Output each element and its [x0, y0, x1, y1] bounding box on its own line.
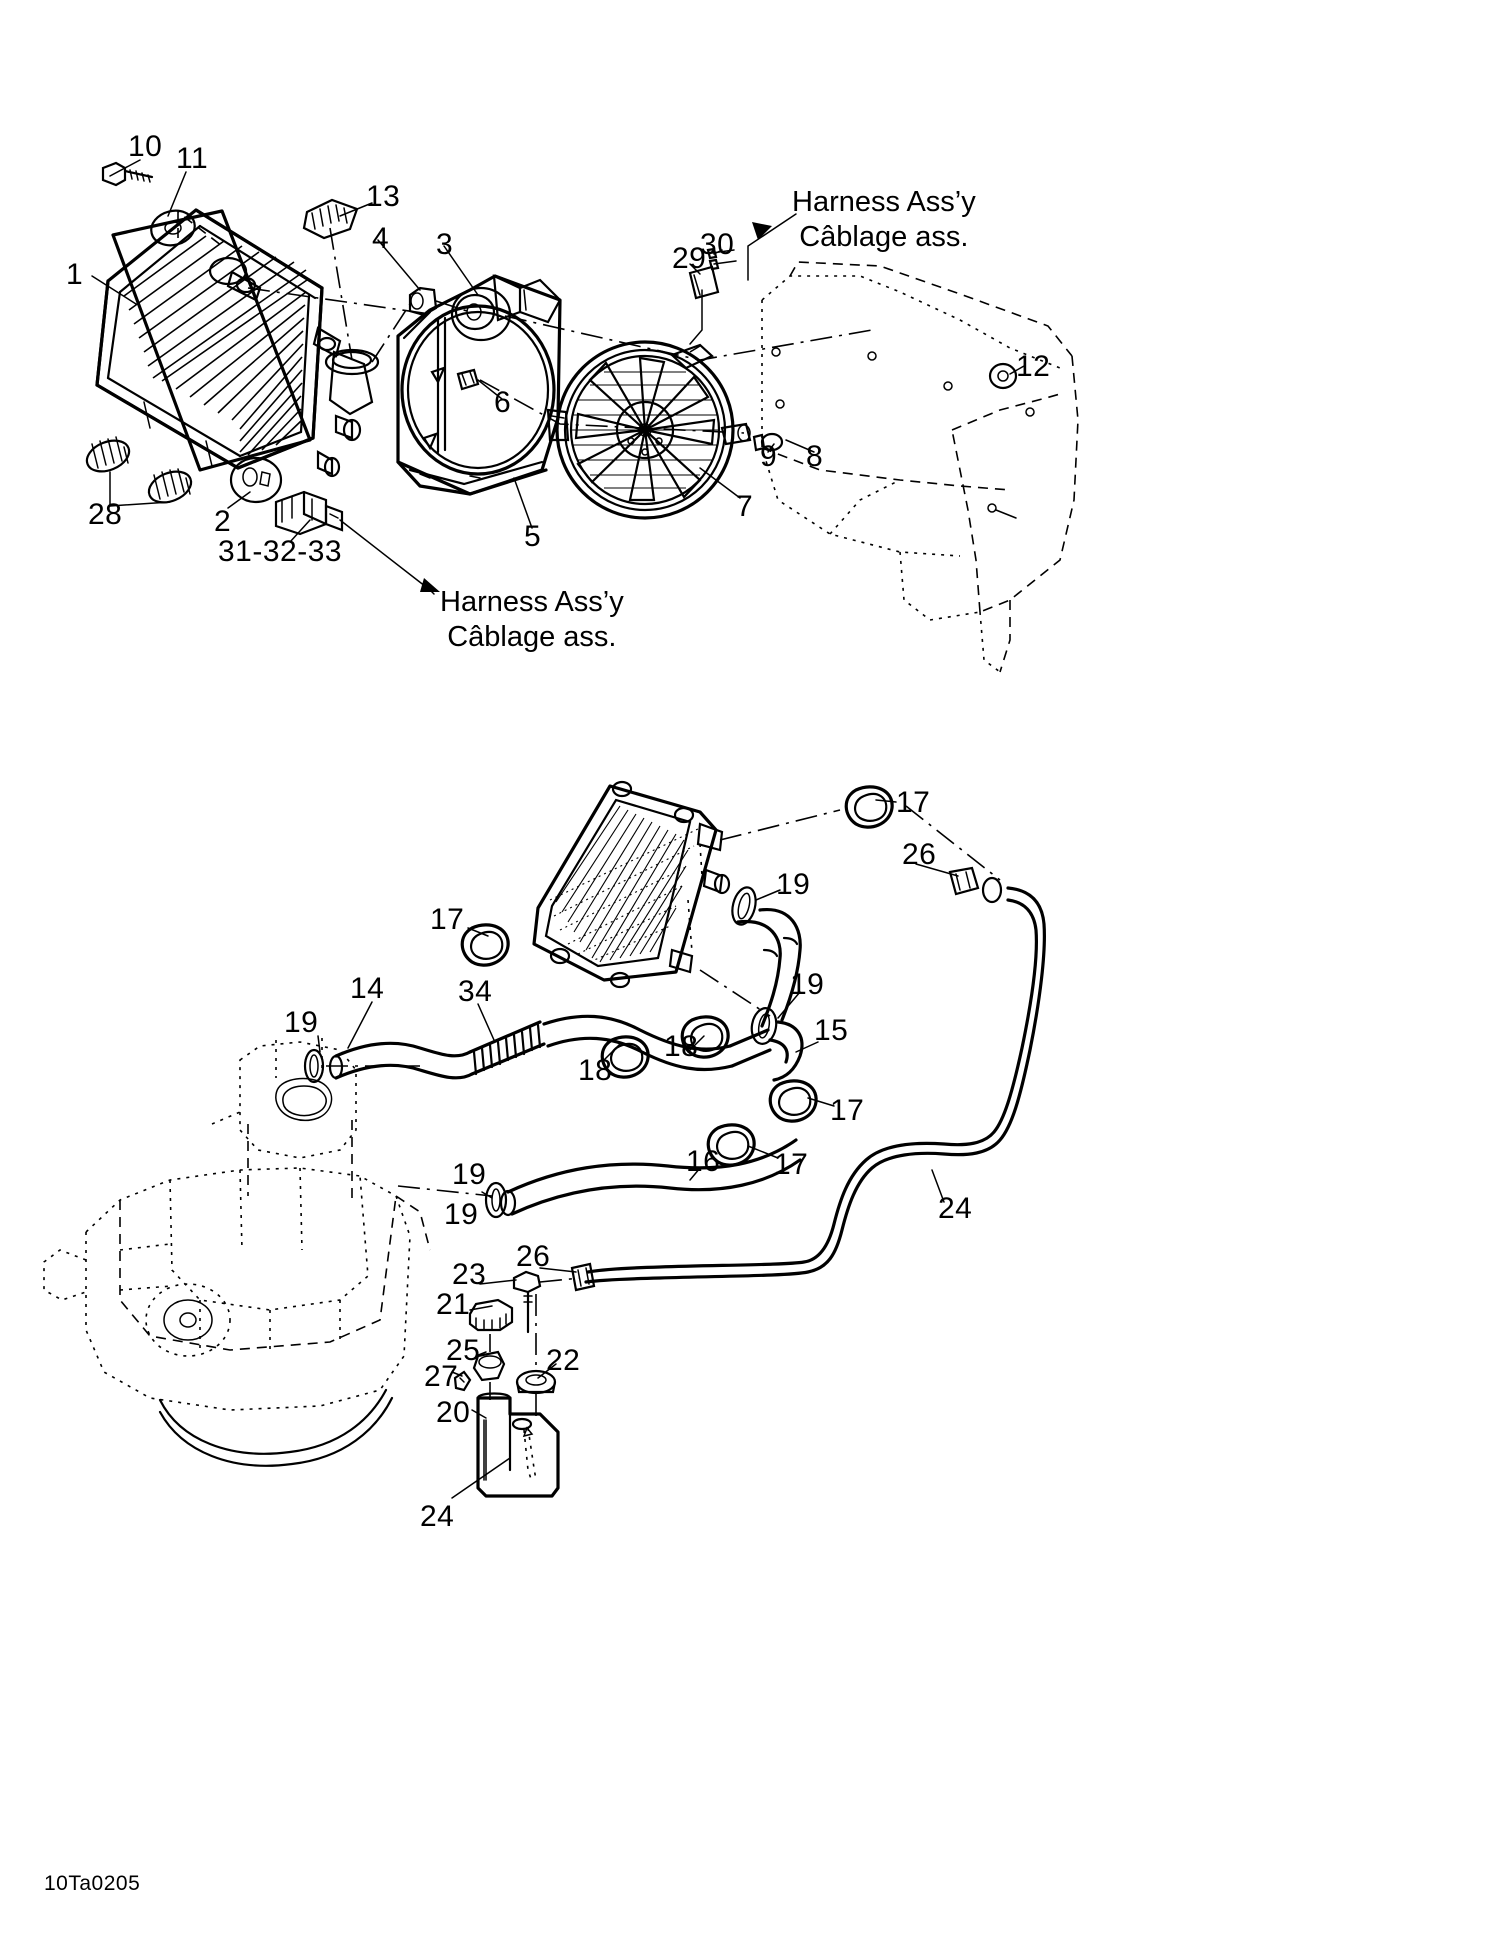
callout-12: 12 — [1016, 350, 1051, 383]
callout-11: 11 — [176, 142, 209, 175]
clip-6 — [456, 368, 480, 391]
callout-5: 5 — [524, 520, 542, 553]
callout-24-b: 24 — [420, 1500, 455, 1533]
callout-25: 25 — [446, 1334, 481, 1367]
mount-3 — [450, 286, 512, 342]
callout-7: 7 — [736, 490, 754, 523]
callout-18-b: 18 — [578, 1054, 613, 1087]
clamp-19-a — [731, 886, 757, 926]
clip-26-b — [570, 1262, 596, 1292]
callout-10: 10 — [128, 130, 163, 163]
callout-22: 22 — [546, 1344, 581, 1377]
grommet-12 — [988, 362, 1018, 390]
callout-17-c: 17 — [830, 1094, 865, 1127]
clamp-19-b — [750, 1007, 778, 1045]
callout-13: 13 — [366, 180, 401, 213]
hose-15 — [768, 1020, 804, 1082]
leader-lines-lower — [317, 799, 1001, 1499]
callout-30: 30 — [700, 228, 735, 261]
callout-19-b: 19 — [790, 968, 825, 1001]
callout-9: 9 — [760, 440, 778, 473]
callout-18-a: 18 — [664, 1030, 699, 1063]
clamp-13 — [302, 198, 359, 240]
bushing-4 — [408, 286, 438, 317]
heat-exchanger — [532, 780, 731, 989]
hose-16 — [499, 1138, 802, 1217]
callout-20: 20 — [436, 1396, 471, 1429]
callout-17-a: 17 — [896, 786, 931, 819]
reservoir-assembly — [453, 1270, 581, 1498]
connector-2 — [229, 456, 283, 504]
clamp-19-d — [484, 1181, 508, 1219]
callout-19-d: 19 — [452, 1158, 487, 1191]
callout-31-32-33: 31-32-33 — [218, 535, 343, 568]
callout-23: 23 — [452, 1258, 487, 1291]
oring-17-b — [844, 785, 894, 829]
callout-17-d: 17 — [774, 1148, 809, 1181]
callout-1: 1 — [66, 258, 84, 291]
callout-26-a: 26 — [902, 838, 937, 871]
callout-19-e: 19 — [444, 1198, 479, 1231]
callout-14: 14 — [350, 972, 385, 1005]
oring-17-a — [460, 923, 510, 967]
callout-26-b: 26 — [516, 1240, 551, 1273]
tube-24 — [584, 886, 1046, 1284]
engine-block — [43, 1038, 431, 1467]
harness-note-top-line1: Harness Ass’y — [792, 186, 976, 218]
callout-16: 16 — [686, 1145, 721, 1178]
radiator-body — [95, 208, 380, 478]
callout-29: 29 — [672, 242, 707, 275]
callout-17-b: 17 — [430, 903, 465, 936]
callout-27: 27 — [424, 1360, 459, 1393]
fan-shroud — [396, 274, 570, 496]
callout-2: 2 — [214, 505, 232, 538]
harness-note-bottom: Harness Ass’y Câblage ass. — [440, 585, 624, 656]
callout-21: 21 — [436, 1288, 471, 1321]
callout-4: 4 — [372, 222, 390, 255]
harness-note-bottom-line2: Câblage ass. — [447, 621, 617, 654]
radiator-core — [111, 209, 312, 472]
callout-15: 15 — [814, 1014, 849, 1047]
harness-note-top: Harness Ass’y Câblage ass. — [792, 185, 976, 256]
connector-block-31-32-33 — [274, 490, 344, 536]
washer-11 — [150, 209, 196, 247]
callout-19-a: 19 — [776, 868, 811, 901]
footer-code: 10Ta0205 — [44, 1872, 141, 1895]
cooling-fan — [555, 340, 752, 520]
callout-6: 6 — [494, 386, 512, 419]
callout-24-a: 24 — [938, 1192, 973, 1225]
harness-note-bottom-line1: Harness Ass’y — [440, 586, 624, 618]
callout-8: 8 — [806, 440, 824, 473]
harness-note-top-line2: Câblage ass. — [799, 221, 969, 254]
callout-19-c: 19 — [284, 1006, 319, 1039]
hose-14-34 — [328, 1014, 772, 1080]
callout-28: 28 — [88, 498, 123, 531]
callout-3: 3 — [436, 228, 454, 261]
callout-34: 34 — [458, 975, 493, 1008]
oring-17-c — [768, 1079, 818, 1123]
clip-26-a — [948, 866, 1003, 904]
clamp-19-c — [303, 1048, 325, 1084]
bolt-10 — [101, 161, 154, 187]
